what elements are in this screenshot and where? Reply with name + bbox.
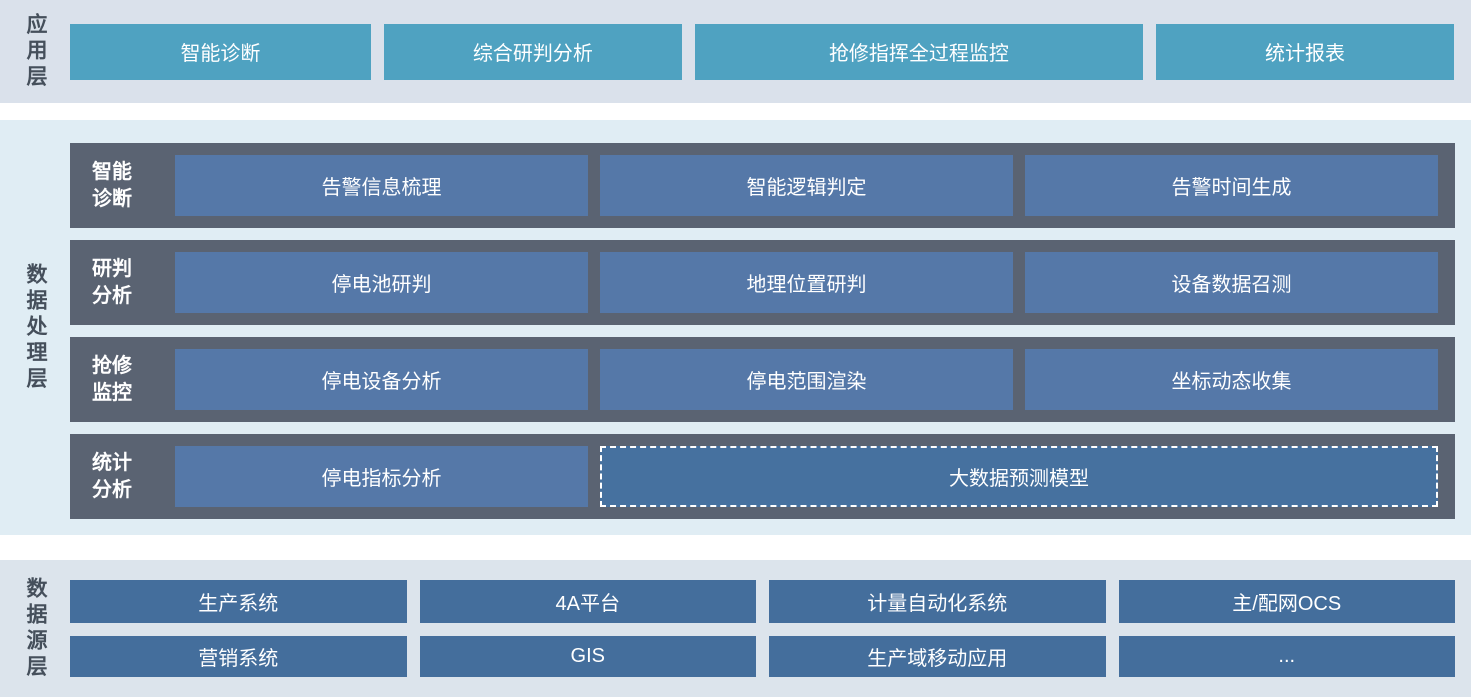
proc-button-alarm-info-sorting[interactable]: 告警信息梳理 — [175, 155, 588, 216]
processing-layer-label: 数据处理层 — [24, 262, 47, 393]
processing-row-intelligent-diagnosis: 智能 诊断 告警信息梳理 智能逻辑判定 告警时间生成 — [70, 143, 1455, 228]
app-button-statistical-reports[interactable]: 统计报表 — [1156, 23, 1454, 80]
source-button-4a-platform[interactable]: 4A平台 — [419, 580, 756, 623]
row-label: 智能 诊断 — [92, 160, 132, 210]
app-button-comprehensive-analysis[interactable]: 综合研判分析 — [383, 23, 682, 80]
band-divider — [0, 535, 1471, 560]
application-layer-band: 应用层 智能诊断 综合研判分析 抢修指挥全过程监控 统计报表 — [0, 0, 1471, 103]
data-source-layer-band: 数据源层 生产系统 4A平台 计量自动化系统 主/配网OCS 营销系统 GIS … — [0, 560, 1471, 697]
proc-button-device-data-reading[interactable]: 设备数据召测 — [1025, 252, 1438, 313]
proc-button-coordinate-dynamic-collection[interactable]: 坐标动态收集 — [1025, 349, 1438, 410]
source-button-main-distribution-ocs[interactable]: 主/配网OCS — [1118, 580, 1455, 623]
proc-button-outage-judgment[interactable]: 停电池研判 — [175, 252, 588, 313]
row-label: 抢修 监控 — [92, 354, 132, 404]
source-button-production-system[interactable]: 生产系统 — [70, 580, 407, 623]
row-buttons: 停电设备分析 停电范围渲染 坐标动态收集 — [175, 349, 1438, 410]
source-button-gis[interactable]: GIS — [419, 636, 756, 677]
source-button-production-mobile-app[interactable]: 生产域移动应用 — [769, 636, 1106, 677]
proc-button-intelligent-logic-judgment[interactable]: 智能逻辑判定 — [600, 155, 1013, 216]
source-button-marketing-system[interactable]: 营销系统 — [70, 636, 407, 677]
app-button-intelligent-diagnosis[interactable]: 智能诊断 — [70, 23, 371, 80]
source-button-metering-automation-system[interactable]: 计量自动化系统 — [769, 580, 1106, 623]
application-layer-buttons: 智能诊断 综合研判分析 抢修指挥全过程监控 统计报表 — [70, 23, 1454, 80]
proc-button-outage-indicator-analysis[interactable]: 停电指标分析 — [175, 446, 588, 507]
proc-button-outage-range-rendering[interactable]: 停电范围渲染 — [600, 349, 1013, 410]
proc-button-outage-device-analysis[interactable]: 停电设备分析 — [175, 349, 588, 410]
proc-button-big-data-prediction-model[interactable]: 大数据预测模型 — [599, 446, 1438, 507]
proc-button-geolocation-judgment[interactable]: 地理位置研判 — [600, 252, 1013, 313]
row-buttons: 停电指标分析 大数据预测模型 — [175, 446, 1438, 507]
processing-row-judgment-analysis: 研判 分析 停电池研判 地理位置研判 设备数据召测 — [70, 240, 1455, 325]
processing-layer-label-column: 数据处理层 — [0, 120, 70, 535]
source-layer-label-column: 数据源层 — [0, 577, 70, 681]
app-button-repair-command-monitoring[interactable]: 抢修指挥全过程监控 — [694, 23, 1144, 80]
processing-row-statistical-analysis: 统计 分析 停电指标分析 大数据预测模型 — [70, 434, 1455, 519]
data-processing-layer-band: 数据处理层 智能 诊断 告警信息梳理 智能逻辑判定 告警时间生成 研判 分析 停… — [0, 120, 1471, 535]
application-layer-label-column: 应用层 — [0, 13, 70, 91]
processing-rows: 智能 诊断 告警信息梳理 智能逻辑判定 告警时间生成 研判 分析 停电池研判 地… — [70, 143, 1455, 519]
processing-row-repair-monitoring: 抢修 监控 停电设备分析 停电范围渲染 坐标动态收集 — [70, 337, 1455, 422]
band-divider — [0, 103, 1471, 120]
row-buttons: 告警信息梳理 智能逻辑判定 告警时间生成 — [175, 155, 1438, 216]
application-layer-label: 应用层 — [24, 12, 47, 91]
proc-button-alarm-time-generation[interactable]: 告警时间生成 — [1025, 155, 1438, 216]
row-buttons: 停电池研判 地理位置研判 设备数据召测 — [175, 252, 1438, 313]
source-layer-label: 数据源层 — [24, 576, 47, 681]
row-label: 研判 分析 — [92, 257, 132, 307]
row-label: 统计 分析 — [92, 451, 132, 501]
source-layer-buttons: 生产系统 4A平台 计量自动化系统 主/配网OCS 营销系统 GIS 生产域移动… — [70, 580, 1455, 677]
source-button-more[interactable]: ... — [1118, 636, 1455, 677]
